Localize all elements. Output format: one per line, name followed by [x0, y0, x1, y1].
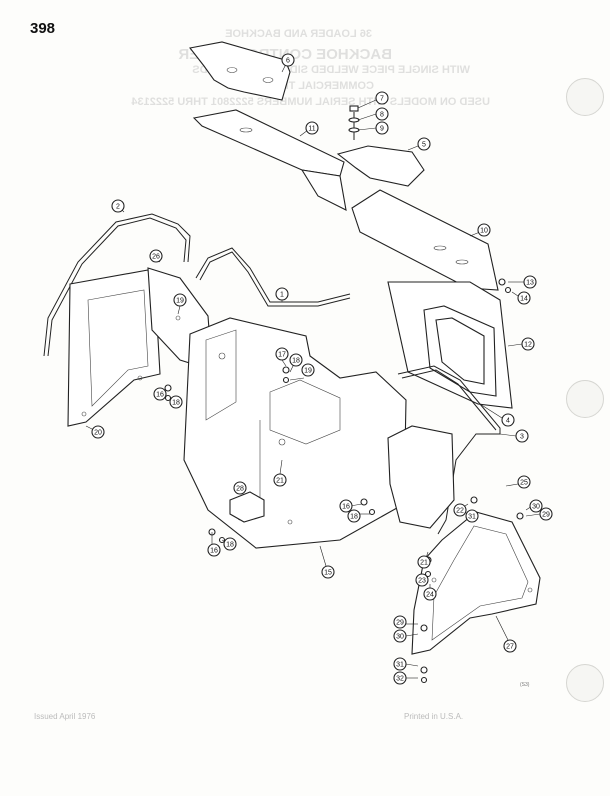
callout-30: 30 [532, 504, 540, 511]
callout-16-bottom: 16 [210, 548, 218, 555]
callout-29: 29 [542, 512, 550, 519]
callout-29-bottom: 29 [396, 620, 404, 627]
part-small-bracket [229, 491, 265, 523]
callout-27: 27 [506, 644, 514, 651]
part-bracket [336, 145, 425, 187]
part-screw-stack [348, 105, 360, 140]
callout-8: 8 [380, 112, 384, 119]
callout-5: 5 [422, 142, 426, 149]
callout-6-bubble [281, 53, 295, 67]
callout-17: 17 [278, 352, 286, 359]
part-right-side-guard [411, 511, 541, 655]
callout-14: 14 [520, 296, 528, 303]
callout-20: 20 [94, 430, 102, 437]
callouts: 6 11 7 8 9 5 2 10 26 13 [85, 53, 553, 685]
callout-16: 16 [156, 392, 164, 399]
part-left-side-guard [67, 269, 161, 427]
callout-21-right: 21 [420, 560, 428, 567]
part-angle-plate [192, 109, 347, 211]
callout-19-mid: 19 [304, 368, 312, 375]
callout-12: 12 [524, 342, 532, 349]
part-cover-plate [189, 41, 291, 101]
callout-13: 13 [526, 280, 534, 287]
callout-18-bottom: 18 [226, 542, 234, 549]
punch-hole-top [566, 78, 604, 116]
callout-4: 4 [506, 418, 510, 425]
punch-hole-bottom [566, 664, 604, 702]
part-back-panel [387, 281, 513, 409]
page-number: 398 [30, 20, 56, 37]
footer-issued: Issued April 1976 [34, 712, 96, 721]
callout-26: 26 [152, 254, 160, 261]
punch-hole-middle [566, 380, 604, 418]
callout-2: 2 [116, 204, 120, 211]
callout-15: 15 [324, 570, 332, 577]
callout-9: 9 [380, 126, 384, 133]
callout-21: 21 [276, 478, 284, 485]
part-right-inner-panel [387, 425, 455, 529]
part-long-rod [43, 213, 191, 357]
footer-printed: Printed in U.S.A. [404, 712, 464, 721]
callout-11: 11 [308, 126, 315, 133]
callout-19: 19 [176, 298, 184, 305]
callout-28: 28 [236, 486, 244, 493]
callout-24: 24 [426, 592, 434, 599]
callout-16-mid: 16 [342, 504, 350, 511]
callout-7: 7 [380, 96, 384, 103]
callout-6: 6 [286, 58, 290, 65]
callout-18-mid: 18 [350, 514, 358, 521]
callout-18-left: 18 [172, 400, 180, 407]
callout-30-bottom: 30 [396, 634, 404, 641]
callout-31: 31 [468, 514, 476, 521]
part-upper-right-panel [351, 189, 499, 291]
callout-1: 1 [280, 292, 284, 299]
callout-23: 23 [418, 578, 426, 585]
callout-10: 10 [480, 228, 488, 235]
callout-18: 18 [292, 358, 300, 365]
callout-32: 32 [396, 676, 404, 683]
callout-3: 3 [520, 434, 524, 441]
callout-31-bottom: 31 [396, 662, 404, 669]
figure-code: (S3) [520, 682, 530, 688]
part-short-rod [195, 247, 351, 307]
callout-25: 25 [520, 480, 528, 487]
callout-22: 22 [456, 508, 464, 515]
